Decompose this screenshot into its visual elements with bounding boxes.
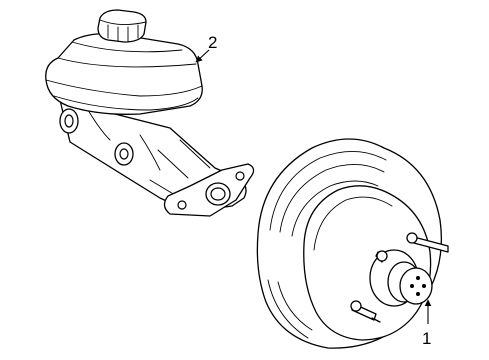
fluid-reservoir xyxy=(45,32,203,115)
callout-2: 2 xyxy=(195,33,217,63)
booster-hub xyxy=(369,249,433,307)
master-cylinder xyxy=(45,9,255,217)
mounting-studs xyxy=(350,232,449,323)
callout-2-leader xyxy=(195,49,210,63)
callout-1-label: 1 xyxy=(422,329,431,348)
mounting-flange xyxy=(163,163,255,217)
brake-booster xyxy=(256,138,449,349)
callout-1: 1 xyxy=(422,299,431,348)
callout-2-label: 2 xyxy=(208,33,217,52)
reservoir-cap xyxy=(97,9,147,43)
